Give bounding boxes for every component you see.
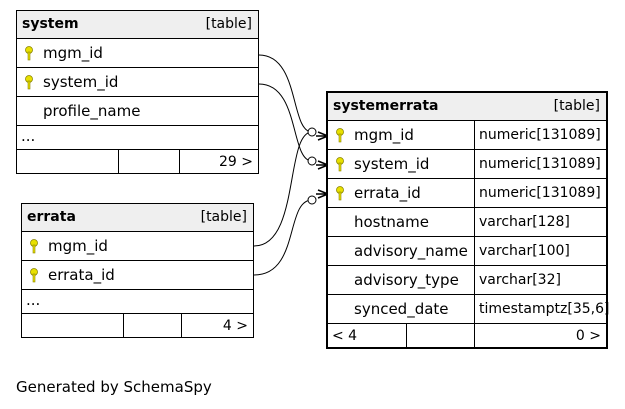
table-systemerrata[interactable]: systemerrata [table] mgm_id numeric[1310… [326, 91, 609, 349]
column-name: advisory_name [354, 242, 468, 260]
column-name: synced_date [354, 300, 449, 318]
column-name: errata_id [354, 184, 421, 202]
key-icon [336, 157, 344, 172]
column-row[interactable]: mgm_id [17, 39, 258, 68]
key-icon [25, 46, 33, 61]
table-header: systemerrata [table] [328, 93, 606, 121]
key-icon [30, 239, 38, 254]
parents-count[interactable]: < 4 [332, 327, 358, 344]
key-icon [336, 128, 344, 143]
column-name: hostname [354, 213, 429, 231]
column-row[interactable]: errata_id [22, 261, 253, 290]
column-name: profile_name [43, 102, 141, 120]
table-kind: [table] [553, 98, 600, 114]
column-type: varchar[100] [474, 237, 606, 265]
table-kind: [table] [205, 16, 252, 32]
table-header: system [table] [17, 11, 258, 39]
link-system-system-id [258, 83, 313, 162]
table-name: system [22, 16, 79, 32]
more-columns[interactable]: ... [17, 126, 258, 150]
column-row[interactable]: synced_date timestamptz[35,6] [328, 295, 609, 324]
key-icon [25, 75, 33, 90]
children-count[interactable]: 29 > [179, 150, 258, 173]
link-system-mgm-id [258, 54, 313, 133]
column-type: timestamptz[35,6] [474, 295, 609, 323]
column-row[interactable]: mgm_id [22, 232, 253, 261]
table-name: errata [27, 209, 76, 225]
footer-cell [406, 324, 474, 347]
column-name: system_id [43, 73, 119, 91]
column-row[interactable]: hostname varchar[128] [328, 208, 606, 237]
column-type: numeric[131089] [474, 179, 606, 207]
column-row[interactable]: advisory_type varchar[32] [328, 266, 606, 295]
table-footer: 4 > [22, 314, 253, 337]
table-errata[interactable]: errata [table] mgm_id errata_id ... 4 > [21, 203, 254, 338]
column-row[interactable]: system_id numeric[131089] [328, 150, 606, 179]
table-header: errata [table] [22, 204, 253, 232]
crowfoot-circle [307, 127, 317, 137]
column-type: varchar[32] [474, 266, 606, 294]
column-row[interactable]: errata_id numeric[131089] [328, 179, 606, 208]
crowfoot-circle [307, 195, 317, 205]
table-kind: [table] [200, 209, 247, 225]
column-row[interactable]: system_id [17, 68, 258, 97]
column-name: advisory_type [354, 271, 459, 289]
column-type: numeric[131089] [474, 121, 606, 149]
column-row[interactable]: profile_name [17, 97, 258, 126]
column-name: mgm_id [48, 237, 108, 255]
column-name: mgm_id [354, 126, 414, 144]
table-name: systemerrata [333, 98, 439, 114]
generated-by-caption: Generated by SchemaSpy [16, 378, 212, 396]
column-name: system_id [354, 155, 430, 173]
table-system[interactable]: system [table] mgm_id system_id profile_… [16, 10, 259, 174]
link-errata-mgm-id [253, 131, 313, 247]
table-footer: 29 > [17, 150, 258, 173]
column-type: varchar[128] [474, 208, 606, 236]
more-columns[interactable]: ... [22, 290, 253, 314]
column-row[interactable]: advisory_name varchar[100] [328, 237, 606, 266]
link-errata-errata-id [253, 199, 313, 276]
column-name: errata_id [48, 266, 115, 284]
children-count[interactable]: 4 > [181, 314, 253, 337]
crowfoot-circle [307, 156, 317, 166]
key-icon [30, 268, 38, 283]
children-count[interactable]: 0 > [474, 324, 606, 347]
footer-cell [118, 150, 179, 173]
column-type: numeric[131089] [474, 150, 606, 178]
table-footer: < 4 0 > [328, 324, 606, 347]
column-name: mgm_id [43, 44, 103, 62]
key-icon [336, 186, 344, 201]
column-row[interactable]: mgm_id numeric[131089] [328, 121, 606, 150]
footer-cell [123, 314, 181, 337]
